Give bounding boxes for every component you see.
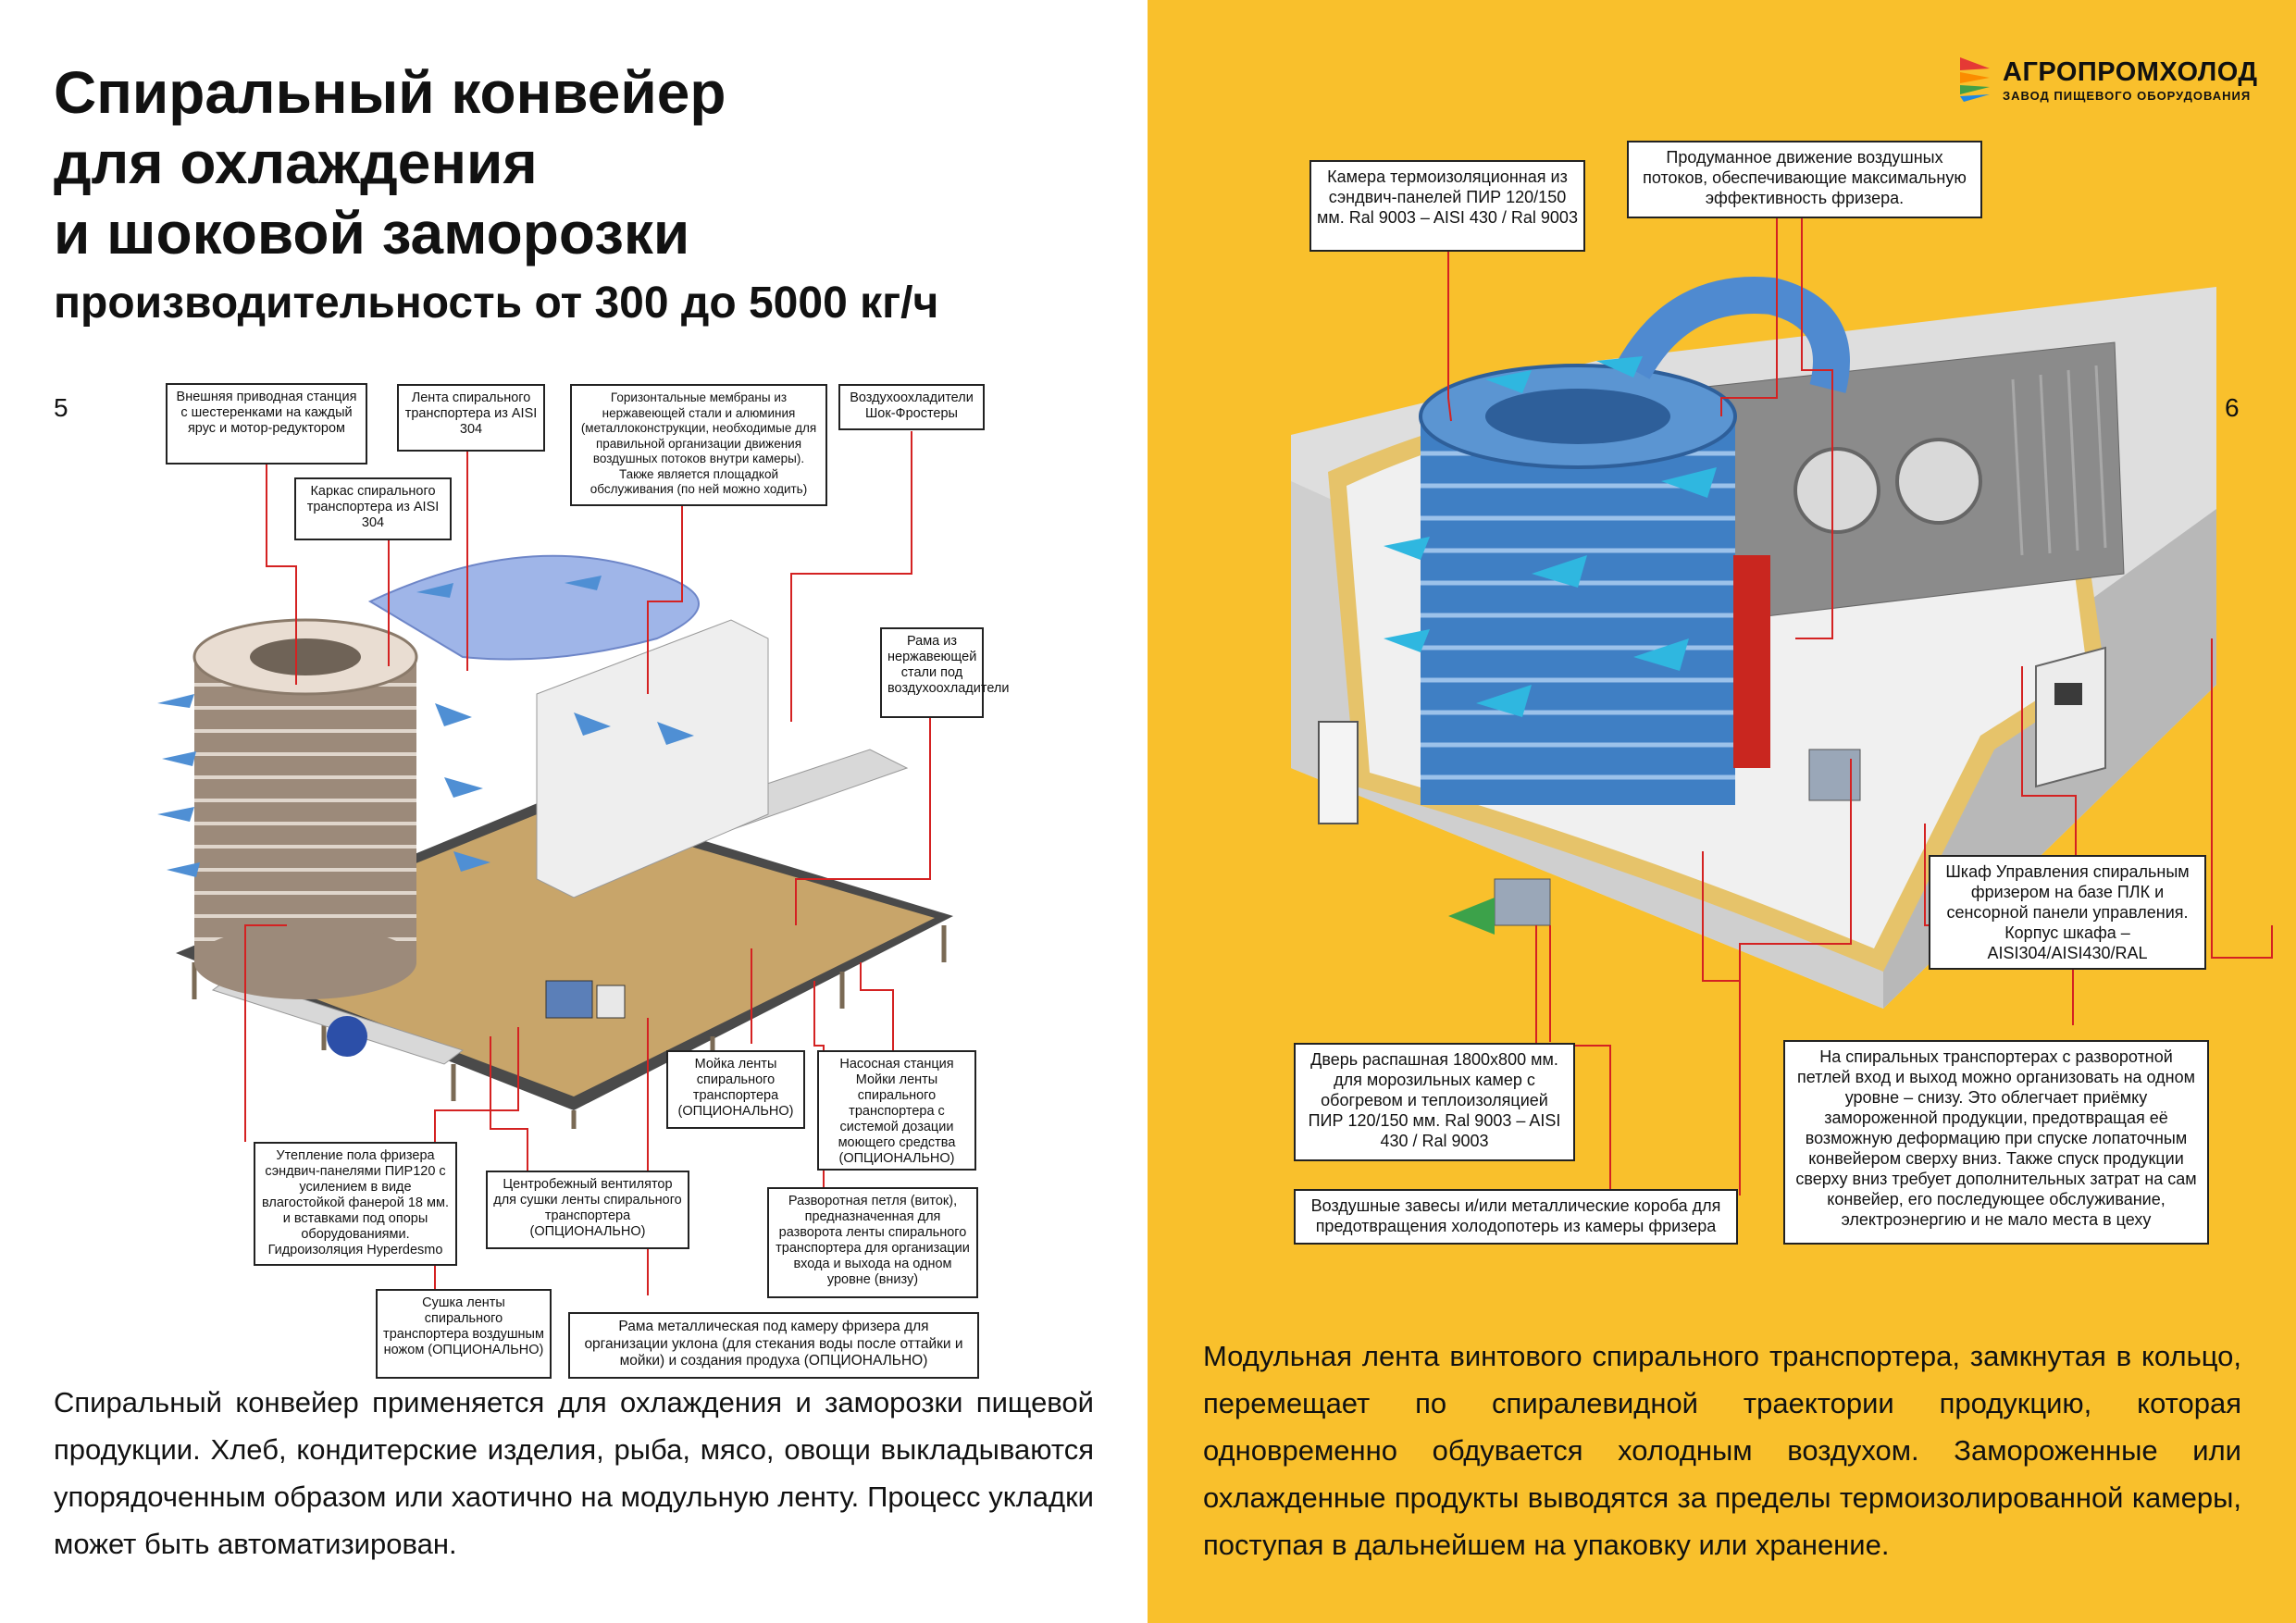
right-body-text: Модульная лента винтового спирального тр…: [1203, 1340, 2241, 1561]
left-body-text: Спиральный конвейер применяется для охла…: [54, 1386, 1094, 1560]
page-number-right: 6: [2225, 393, 2240, 422]
callout-floor-insulation: Утепление пола фризера сэндвич-панелями …: [254, 1142, 457, 1266]
callout-turnaround-loop: Разворотная петля (виток), предназначенн…: [767, 1187, 978, 1298]
company-logo: АГРОПРОМХОЛОД ЗАВОД ПИЩЕВОГО ОБОРУДОВАНИ…: [1960, 54, 2258, 105]
horizontal-membrane: [367, 554, 700, 661]
page-number-left: 5: [54, 393, 68, 422]
spiral-belt-loop: [1617, 277, 1850, 393]
cooler-fan-1: [1793, 447, 1880, 534]
cooler-fan-2: [1895, 438, 1982, 525]
page-title: Спиральный конвейер для охлаждения и шок…: [54, 57, 1072, 268]
cooler-fins: [2011, 365, 2107, 556]
callout-membranes: Горизонтальные мембраны из нержавеющей с…: [570, 384, 827, 506]
airflow-arrows: [1384, 356, 1717, 717]
spiral-belt-core: [1485, 389, 1670, 444]
spiral-drum-core: [250, 638, 361, 675]
spiral-drum-bottom: [194, 925, 416, 999]
callout-belt-material: Лента спирального транспортера из AISI 3…: [397, 384, 545, 452]
callout-metal-frame: Рама металлическая под камеру фризера дл…: [568, 1312, 979, 1379]
swing-door: [1318, 721, 1359, 824]
control-cabinet: [2035, 646, 2106, 788]
air-flow-arrows: [157, 576, 694, 877]
centrifugal-fan: [327, 1016, 367, 1057]
pump-station: [545, 980, 593, 1019]
title-line-3: и шоковой заморозки: [54, 200, 690, 266]
freezer-chamber-illustration: [1291, 277, 2216, 1009]
callout-air-coolers: Воздухоохладители Шок-Фростеры: [838, 384, 985, 430]
logo-tagline: ЗАВОД ПИЩЕВОГО ОБОРУДОВАНИЯ: [2003, 89, 2252, 103]
callout-drive-station: Внешняя приводная станция с шестеренками…: [166, 383, 367, 465]
page-subtitle: производительность от 300 до 5000 кг/ч: [54, 279, 939, 328]
callout-belt-washer: Мойка ленты спирального транспортера (ОП…: [666, 1050, 805, 1129]
callout-air-flow: Продуманное движение воздушных потоков, …: [1627, 141, 1982, 218]
air-curtain-outlet: [1494, 878, 1551, 926]
callout-control-cabinet: Шкаф Управления спиральным фризером на б…: [1929, 855, 2206, 970]
support-column: [1733, 555, 1770, 768]
callout-centrifugal-fan: Центробежный вентилятор для сушки ленты …: [486, 1171, 689, 1249]
logo-name: АГРОПРОМХОЛОД: [2003, 57, 2258, 87]
detergent-tank: [596, 985, 626, 1019]
callout-cooler-frame: Рама из нержавеющей стали под воздухоохл…: [880, 627, 1010, 718]
logo-mark-icon: [1960, 57, 1990, 102]
spiral-conveyor-illustration: [157, 554, 953, 1129]
touch-panel: [2054, 683, 2082, 705]
callout-insulated-chamber: Камера термоизоляционная из сэндвич-пане…: [1309, 160, 1585, 252]
air-cooler-housing: [536, 619, 769, 898]
callout-air-curtains: Воздушные завесы и/или металлические кор…: [1294, 1189, 1738, 1245]
title-line-2: для охлаждения: [54, 130, 538, 196]
callout-turnaround-loop-info: На спиральных транспортерах с разворотно…: [1783, 1040, 2209, 1245]
title-line-1: Спиральный конвейер: [54, 59, 726, 126]
callout-pump-station: Насосная станция Мойки ленты спирального…: [817, 1050, 976, 1171]
product-exit-arrow: [1448, 898, 1495, 935]
callout-swing-door: Дверь распашная 1800х800 мм. для морозил…: [1294, 1043, 1575, 1161]
callout-air-knife-dryer: Сушка ленты спирального транспортера воз…: [376, 1289, 552, 1379]
callout-frame-material: Каркас спирального транспортера из AISI …: [294, 477, 452, 540]
